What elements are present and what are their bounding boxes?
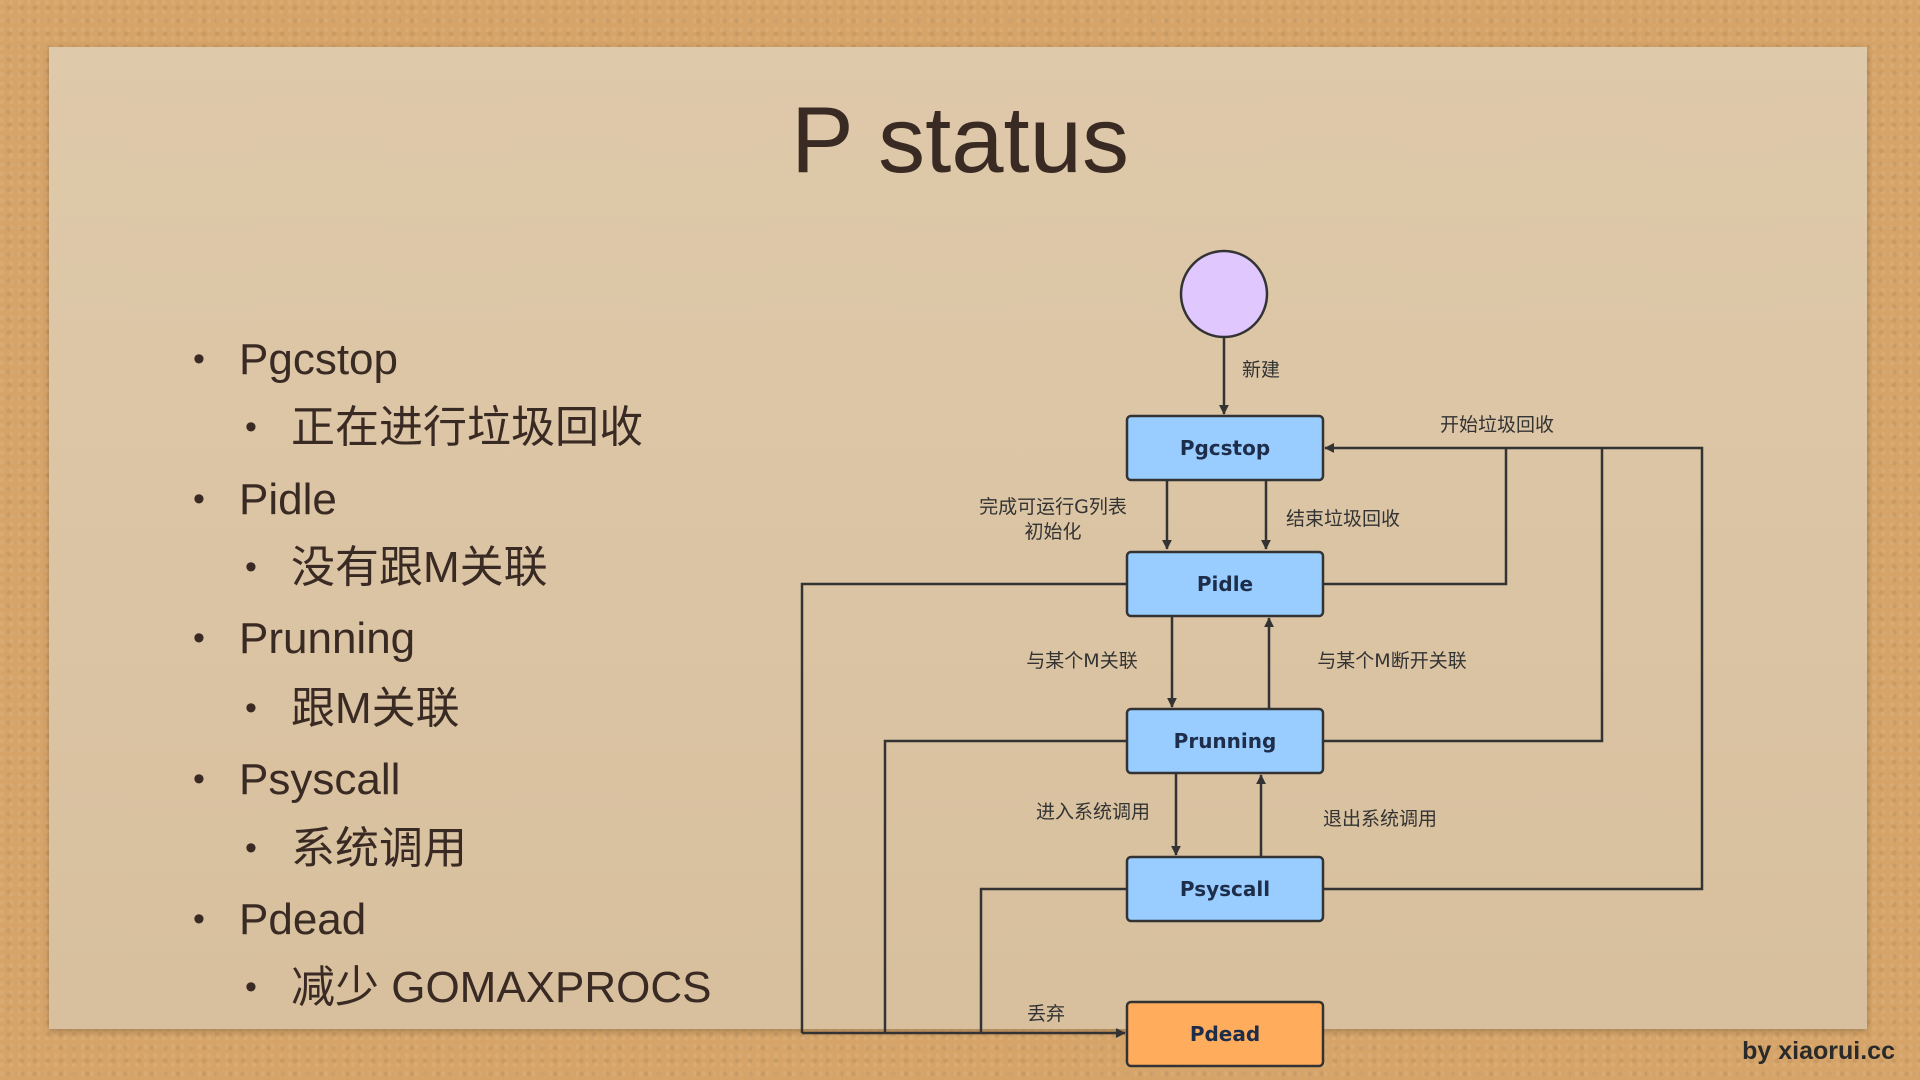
bullet-item: Pdead: [193, 898, 366, 942]
sub-bullet-item: 正在进行垃圾回收: [245, 406, 643, 450]
edge-prunning-dead: [883, 739, 1127, 1033]
state-label: Pidle: [1197, 572, 1253, 596]
edge-label: 与某个M关联: [1026, 650, 1137, 672]
edge-psyscall-gc: [1323, 448, 1704, 891]
state-pgcstop: [1125, 414, 1325, 482]
edge-label: 结束垃圾回收: [1286, 508, 1400, 530]
state-prunning: [1125, 707, 1325, 775]
bullet-item: Pgcstop: [193, 338, 398, 382]
sub-bullet-item: 跟M关联: [245, 687, 460, 731]
state-pidle: [1125, 550, 1325, 618]
edge-label: 退出系统调用: [1323, 808, 1437, 830]
edge-label: 丢弃: [1027, 1003, 1065, 1025]
edge-label: 新建: [1242, 359, 1280, 381]
state-label: Pgcstop: [1180, 436, 1270, 460]
sub-bullet-item: 没有跟M关联: [245, 546, 548, 590]
state-label: Prunning: [1174, 729, 1277, 753]
bullet-item: Pidle: [193, 478, 337, 522]
edge-psyscall-dead: [979, 887, 1127, 1033]
edge-pidle-dead: [800, 582, 1127, 1033]
bullet-item: Psyscall: [193, 758, 400, 802]
edge-label: 初始化: [1024, 521, 1081, 543]
edge-label: 进入系统调用: [1036, 801, 1150, 823]
edge-prunning-gc: [1323, 448, 1604, 743]
edge-label: 完成可运行G列表: [979, 496, 1127, 518]
state-psyscall: [1125, 855, 1325, 923]
state-label: Pdead: [1190, 1022, 1260, 1046]
edge-label: 与某个M断开关联: [1317, 650, 1466, 672]
edge-label: 开始垃圾回收: [1440, 414, 1554, 436]
bullet-item: Prunning: [193, 617, 415, 661]
sub-bullet-item: 减少 GOMAXPROCS: [245, 966, 711, 1010]
author-credit: by xiaorui.cc: [1742, 1037, 1895, 1065]
slide-title: P status: [791, 87, 1129, 192]
state-pdead: [1125, 1000, 1325, 1068]
edge-pidle-gc: [1323, 448, 1508, 586]
start-node: [1179, 249, 1269, 339]
state-label: Psyscall: [1180, 877, 1270, 901]
sub-bullet-item: 系统调用: [245, 827, 467, 871]
